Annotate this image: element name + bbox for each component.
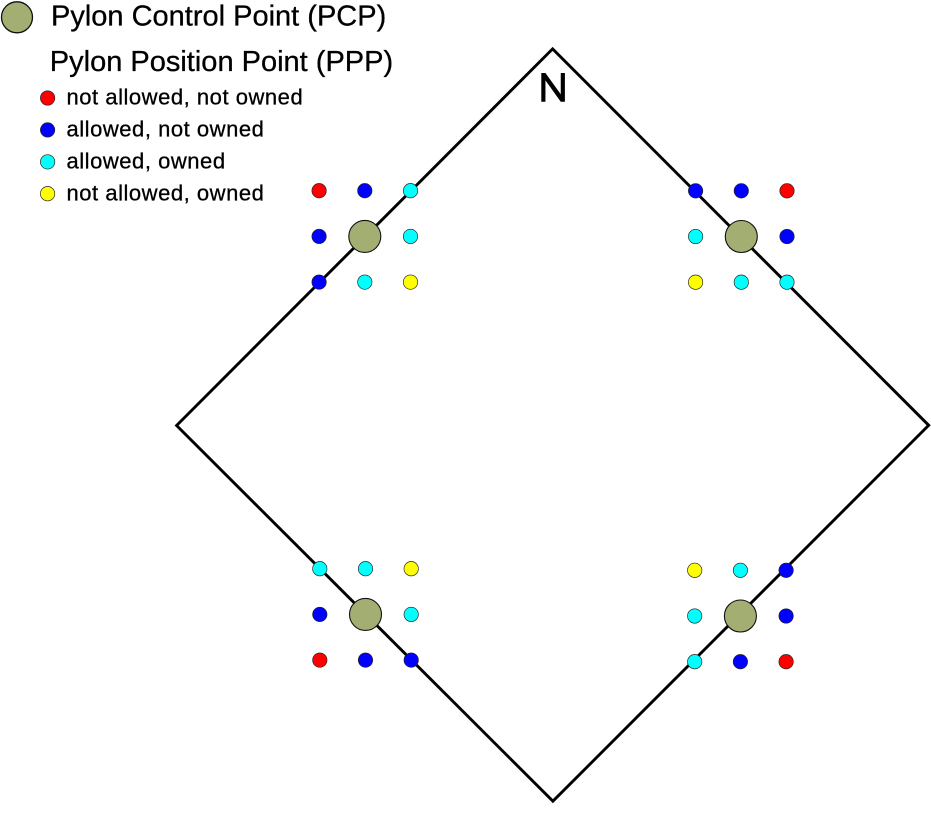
svg-text:not allowed, not owned: not allowed, not owned bbox=[67, 85, 304, 110]
svg-text:not allowed, owned: not allowed, owned bbox=[67, 180, 265, 205]
svg-text:allowed, owned: allowed, owned bbox=[67, 148, 226, 173]
svg-text:allowed, not owned: allowed, not owned bbox=[67, 117, 265, 142]
svg-text:Pylon Control Point (PCP): Pylon Control Point (PCP) bbox=[51, 0, 386, 32]
svg-text:Pylon Position Point (PPP): Pylon Position Point (PPP) bbox=[50, 46, 393, 78]
